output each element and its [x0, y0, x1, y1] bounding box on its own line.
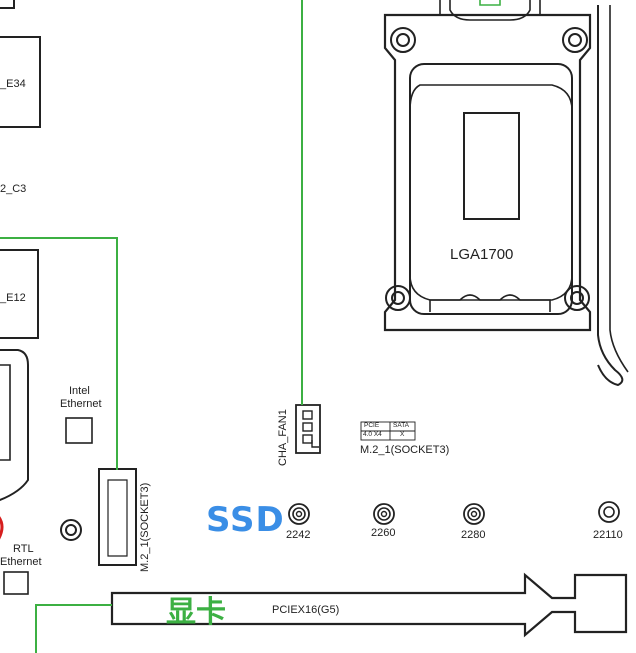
highlight-line-gpu: [35, 604, 112, 653]
label-intel-line1: Intel: [69, 385, 90, 397]
m2-connector-pins: [107, 479, 128, 557]
cha-fan-header: [295, 404, 321, 454]
m2-connector-vertical: [98, 468, 137, 566]
label-m2-pcie-val: 4.0 X4: [363, 431, 382, 438]
rtl-ethernet-chip: [3, 571, 29, 595]
mount-hole-left: [60, 519, 82, 541]
mount-hole-left-inner: [65, 524, 77, 536]
label-dimm-e12: _E12: [0, 292, 26, 304]
label-cha-fan: CHA_FAN1: [277, 409, 289, 466]
dimm-block-top: [0, 0, 15, 9]
m2-support-table: [360, 421, 416, 441]
label-standoff-2242: 2242: [286, 529, 311, 541]
io-shield-shape: [0, 349, 29, 501]
red-marker: [0, 516, 4, 540]
label-pcie-slot: PCIEX16(G5): [272, 604, 340, 616]
label-m2-pcie: PCIE: [364, 422, 380, 429]
socket-lever: [597, 5, 624, 387]
cpu-die: [463, 112, 520, 220]
dimm-block-e12: [0, 249, 39, 339]
highlight-line-cpu-top: [479, 0, 501, 6]
label-dimm-e34: _E34: [0, 78, 26, 90]
annotation-gpu: 显卡: [166, 595, 226, 630]
standoff-22110: [598, 501, 620, 523]
intel-ethernet-chip: [65, 417, 93, 444]
label-standoff-2260: 2260: [371, 527, 396, 539]
label-m2-sata: SATA: [393, 422, 410, 429]
label-m2-sata-val: X: [400, 431, 405, 438]
pcie-x16-slot: [110, 572, 628, 638]
label-dimm-c3: 2_C3: [0, 183, 27, 195]
cpu-socket: [383, 0, 629, 387]
standoff-2242: [288, 503, 310, 525]
label-rtl-line2: Ethernet: [0, 556, 42, 568]
label-cpu-socket: LGA1700: [450, 246, 514, 263]
label-standoff-2280: 2280: [461, 529, 486, 541]
annotation-ssd: SSD: [206, 500, 285, 540]
standoff-2280: [463, 503, 485, 525]
label-m2-vertical: M.2_1(SOCKET3): [139, 482, 151, 572]
standoff-2260: [373, 503, 395, 525]
io-inner-shape: [0, 364, 11, 461]
highlight-line-m2: [0, 237, 118, 470]
label-m2-socket: M.2_1(SOCKET3): [360, 444, 450, 456]
label-rtl-line1: RTL: [13, 543, 34, 555]
dimm-block-e34: [0, 36, 41, 128]
label-intel-line2: Ethernet: [60, 398, 102, 410]
label-standoff-22110: 22110: [593, 529, 623, 541]
